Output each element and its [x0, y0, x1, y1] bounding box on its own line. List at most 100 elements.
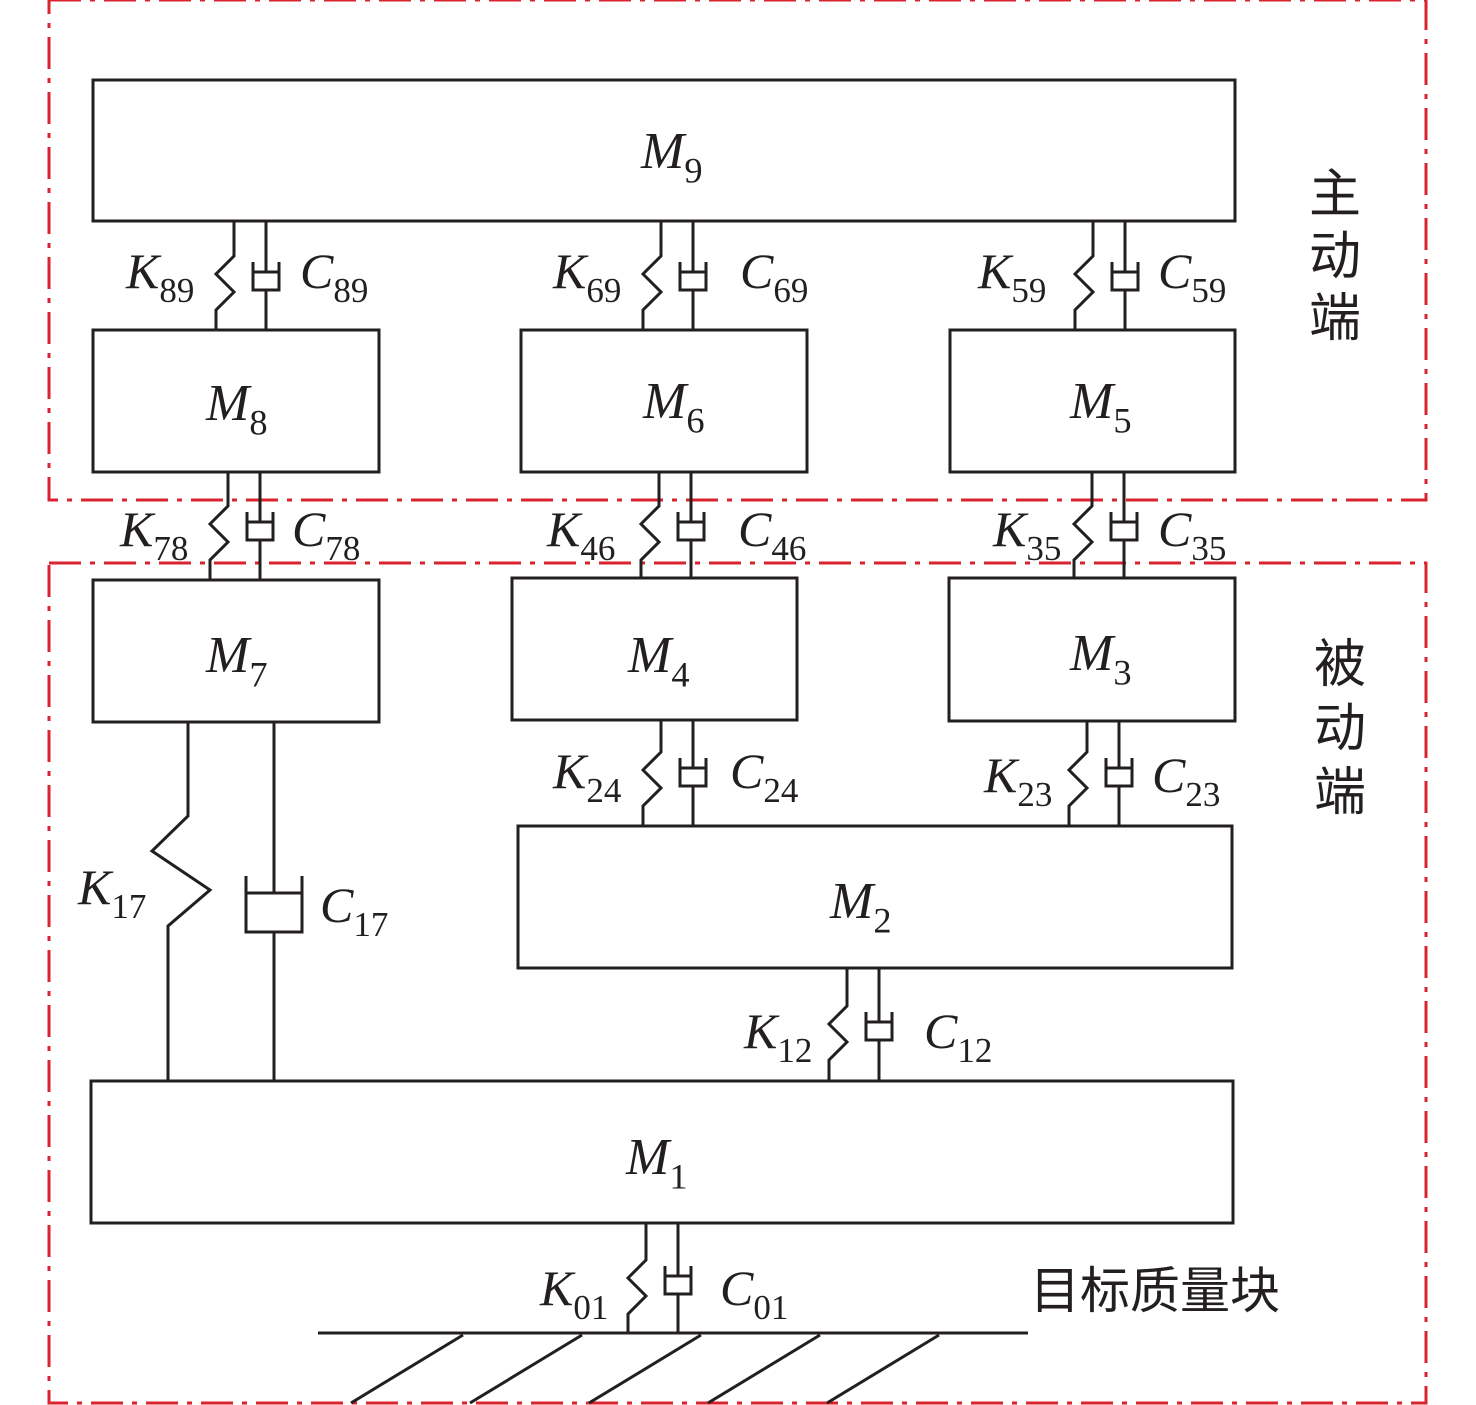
- damper-label-symbol: C: [320, 877, 354, 933]
- damper-label-subscript: 23: [1185, 775, 1220, 814]
- mass-box: [519, 328, 809, 474]
- mass-label-subscript: 8: [249, 403, 267, 443]
- connection-69: K69 C69: [552, 222, 808, 330]
- spring-icon: [149, 722, 213, 1081]
- spring-label-subscript: 23: [1017, 775, 1052, 814]
- damper-label-subscript: 24: [763, 771, 798, 810]
- mass-label: M8: [205, 375, 268, 443]
- damper-label-symbol: C: [738, 501, 772, 557]
- mass-label-subscript: 4: [671, 655, 689, 695]
- ground-hatch: [588, 1333, 702, 1405]
- damper-label-subscript: 12: [957, 1031, 992, 1070]
- mass-label: M4: [627, 627, 690, 695]
- mass-label-subscript: 2: [873, 901, 891, 941]
- damper-label-symbol: C: [1158, 501, 1192, 557]
- spring-label-subscript: 59: [1011, 271, 1046, 310]
- damper-label-symbol: C: [292, 501, 326, 557]
- mass-m3: M3: [947, 576, 1237, 723]
- spring-icon: [625, 1223, 649, 1333]
- damper-label-subscript: 17: [353, 905, 388, 944]
- damper-label-symbol: C: [720, 1260, 754, 1316]
- region-passive-border: [47, 561, 1428, 1405]
- region-passive-label-char: 端: [1314, 763, 1366, 823]
- mass-m1: M1: [89, 1079, 1235, 1225]
- mass-label: M2: [829, 873, 892, 941]
- mass-label-subscript: 6: [686, 401, 704, 441]
- mass-label-symbol: M: [625, 1129, 672, 1186]
- mass-label: M5: [1069, 373, 1132, 441]
- mass-label-symbol: M: [1069, 373, 1116, 430]
- spring-label-subscript: 78: [153, 529, 188, 568]
- mass-label-symbol: M: [640, 123, 687, 180]
- spring-icon: [640, 222, 664, 330]
- spring-label-subscript: 69: [586, 271, 621, 310]
- spring-label: K12: [743, 1003, 812, 1070]
- spring-label: K69: [552, 243, 621, 310]
- target-mass-label: 目标质量块: [1030, 1262, 1280, 1320]
- mass-box: [510, 576, 799, 722]
- damper-label-subscript: 89: [333, 271, 368, 310]
- region-active-label-char: 端: [1309, 289, 1361, 349]
- damper-label-subscript: 59: [1191, 271, 1226, 310]
- damper-label: C01: [720, 1260, 788, 1327]
- damper-label: C46: [738, 501, 806, 568]
- region-active-label-char: 主: [1309, 165, 1361, 225]
- damper-label: C17: [320, 877, 388, 944]
- spring-label-symbol: K: [119, 501, 156, 557]
- mass-m4: M4: [510, 576, 799, 722]
- damper-label: C69: [740, 243, 808, 310]
- spring-label-symbol: K: [552, 243, 589, 299]
- spring-label: K01: [539, 1260, 608, 1327]
- mass-label-symbol: M: [205, 375, 252, 432]
- mass-label: M1: [625, 1129, 688, 1197]
- mass-label-symbol: M: [829, 873, 876, 930]
- mass-label-subscript: 7: [249, 655, 267, 695]
- mass-m8: M8: [91, 328, 381, 474]
- region-active-border: [47, 0, 1428, 502]
- spring-icon: [1072, 222, 1096, 330]
- mass-label-subscript: 3: [1113, 653, 1131, 693]
- spring-label: K24: [552, 743, 621, 810]
- spring-label: K59: [977, 243, 1046, 310]
- spring-label: K78: [119, 501, 188, 568]
- connection-89: K89 C89: [125, 222, 368, 330]
- mass-m2: M2: [516, 824, 1234, 970]
- spring-label-subscript: 01: [573, 1288, 608, 1327]
- spring-label-symbol: K: [539, 1260, 576, 1316]
- mass-label-subscript: 9: [684, 151, 702, 191]
- mass-label: M3: [1069, 625, 1132, 693]
- spring-icon: [1066, 721, 1090, 826]
- region-passive-label-char: 被: [1314, 635, 1366, 695]
- region-active-label-char: 动: [1309, 227, 1361, 287]
- mass-box: [948, 328, 1237, 474]
- spring-label-subscript: 17: [111, 887, 146, 926]
- mass-label: M7: [205, 627, 268, 695]
- spring-label-symbol: K: [125, 243, 162, 299]
- spring-label: K17: [77, 859, 146, 926]
- damper-label: C12: [924, 1003, 992, 1070]
- damper-label-symbol: C: [300, 243, 334, 299]
- spring-label-subscript: 12: [777, 1031, 812, 1070]
- ground-hatch: [826, 1333, 940, 1405]
- spring-label-symbol: K: [977, 243, 1014, 299]
- mass-label-subscript: 5: [1113, 401, 1131, 441]
- damper-label-symbol: C: [730, 743, 764, 799]
- spring-label-subscript: 46: [580, 529, 615, 568]
- mass-box: [91, 78, 1237, 223]
- spring-label-symbol: K: [77, 859, 114, 915]
- mass-label-symbol: M: [642, 373, 689, 430]
- damper-label: C23: [1152, 747, 1220, 814]
- mass-box: [89, 1079, 1235, 1225]
- connection-78: K78 C 78: [119, 472, 360, 580]
- spring-label: K89: [125, 243, 194, 310]
- damper-label-symbol: C: [924, 1003, 958, 1059]
